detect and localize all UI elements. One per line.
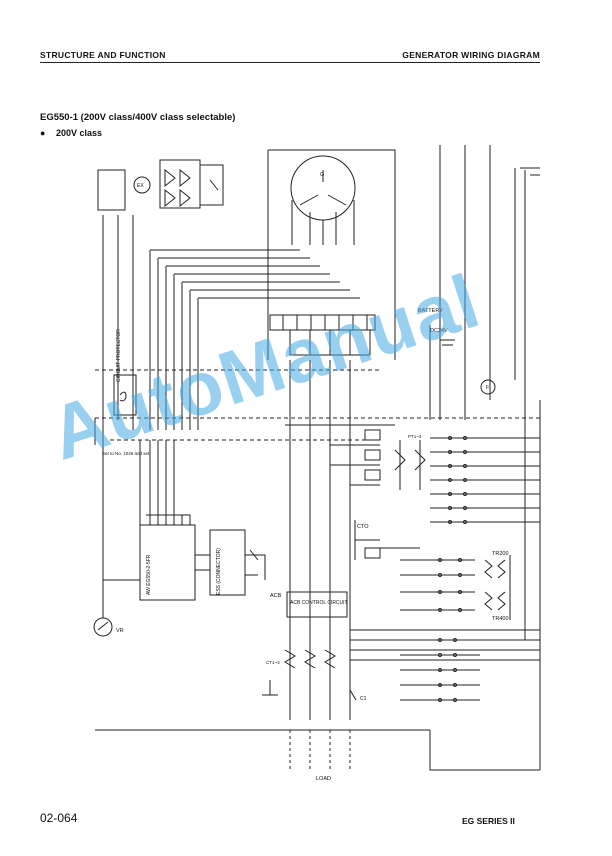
tr200-label: TR200 [492,551,509,557]
c1-label: C1 [360,696,367,702]
tr400-label: TR400 [492,616,509,622]
circuit-protector-label: CIRCUIT PROTECTOR [116,329,122,382]
setting-note: Set to No. 1046 and set [102,451,150,456]
series-label: EG SERIES II [462,816,515,826]
dc24v-label: DC24V [430,328,448,334]
ess-box-label: ESS (CONNECTOR) [216,548,222,595]
vr-label: VR [116,628,124,634]
bullet-icon: ● [40,128,46,138]
load-label: LOAD [316,776,331,782]
acb-control-label: ACB CONTROL CIRCUIT [290,600,348,606]
acb-label: ACB [270,593,282,599]
cto-label: CTO [357,524,369,530]
g-label: G [320,172,324,178]
header-rule [40,62,540,64]
f-label: F [486,385,489,391]
page-number: 02-064 [40,811,78,825]
section-header: STRUCTURE AND FUNCTION [40,50,166,60]
diagram-title: EG550-1 (200V class/400V class selectabl… [40,112,236,123]
ct-label: CT1~3 [266,660,280,665]
pt-label: PT1~3 [408,434,422,439]
aw-box-label: AW EG550-2-5FR [146,554,152,595]
diagram-header: GENERATOR WIRING DIAGRAM [402,50,540,60]
class-subtitle: ● 200V class [40,128,102,138]
class-subtitle-text: 200V class [56,128,103,138]
ex-label: EX [137,183,144,189]
battery-label: BATTERY [418,308,443,314]
